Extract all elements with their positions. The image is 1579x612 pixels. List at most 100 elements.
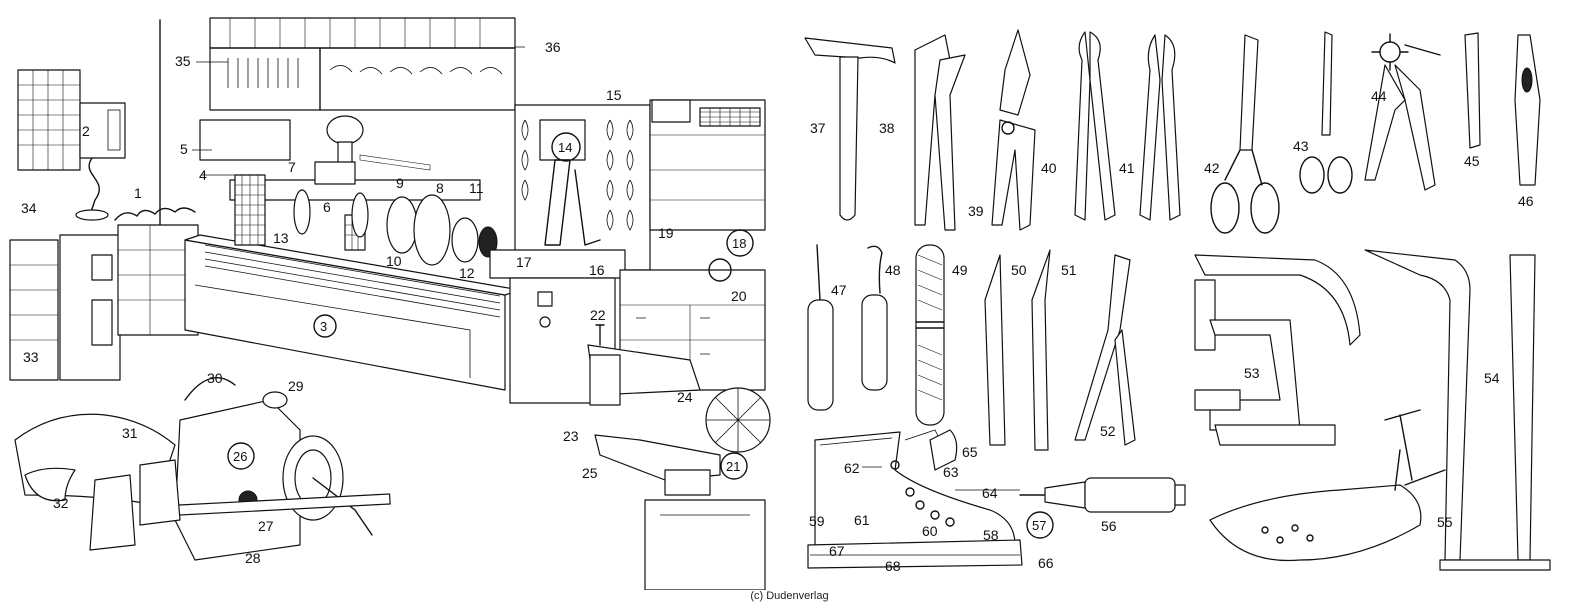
label-32: 32 [53, 495, 69, 511]
label-57: 57 [1032, 518, 1046, 533]
leather-shears [1210, 34, 1280, 234]
label-23: 23 [563, 428, 579, 444]
label-19: 19 [658, 225, 674, 241]
finishing-machine [184, 115, 521, 391]
pincers [914, 34, 966, 231]
label-10: 10 [386, 253, 402, 269]
label-3-circle [313, 314, 337, 338]
pigeonhole-shelf [9, 69, 121, 381]
label-15: 15 [606, 87, 622, 103]
label-50: 50 [1011, 262, 1027, 278]
awl [807, 244, 834, 411]
workshop-scene: 1 2 3 4 5 6 7 8 9 10 11 12 13 14 15 16 1… [9, 17, 771, 591]
revolving-punch [1364, 33, 1441, 191]
label-55: 55 [1437, 514, 1453, 530]
label-8: 8 [436, 180, 444, 196]
label-17: 17 [516, 254, 532, 270]
label-52: 52 [1100, 423, 1116, 439]
work-boot [807, 429, 1023, 569]
label-21-circle [720, 452, 748, 480]
label-43: 43 [1293, 138, 1309, 154]
label-67: 67 [829, 543, 845, 559]
last-stand [1364, 249, 1551, 571]
lasting-pliers [1139, 34, 1181, 221]
scissors [1299, 31, 1353, 194]
label-39: 39 [968, 203, 984, 219]
welt-pliers [1074, 254, 1136, 446]
label-68: 68 [885, 558, 901, 574]
label-58: 58 [983, 527, 999, 543]
label-6: 6 [323, 199, 331, 215]
label-27: 27 [258, 518, 274, 534]
label-28: 28 [245, 550, 261, 566]
label-51: 51 [1061, 262, 1077, 278]
label-60: 60 [922, 523, 938, 539]
right-shelving [619, 99, 766, 391]
shoemaker-knives [984, 249, 1051, 451]
workshop-labels: 1 2 3 4 5 6 7 8 9 10 11 12 13 14 15 16 1… [21, 39, 754, 566]
label-42: 42 [1204, 160, 1220, 176]
sewing-machine [587, 324, 771, 453]
hammer [804, 37, 896, 221]
label-57-circle [1026, 511, 1054, 539]
label-12: 12 [459, 265, 475, 281]
label-36: 36 [545, 39, 561, 55]
copyright-credit: (c) Dudenverlag [750, 590, 829, 602]
label-26: 26 [233, 449, 247, 464]
shoemaker-workshop-diagram: 1 2 3 4 5 6 7 8 9 10 11 12 13 14 15 16 1… [9, 17, 1551, 591]
label-37: 37 [810, 120, 826, 136]
end-nippers [1074, 31, 1116, 221]
label-24: 24 [677, 389, 693, 405]
label-7: 7 [288, 159, 296, 175]
label-65: 65 [962, 444, 978, 460]
label-33: 33 [23, 349, 39, 365]
label-45: 45 [1464, 153, 1480, 169]
label-63: 63 [943, 464, 959, 480]
heel-press [489, 104, 651, 404]
wall-shelf [209, 17, 516, 111]
label-21: 21 [726, 459, 740, 474]
label-14: 14 [558, 140, 572, 155]
label-54: 54 [1484, 370, 1500, 386]
label-40: 40 [1041, 160, 1057, 176]
label-1: 1 [134, 185, 142, 201]
label-11: 11 [469, 180, 484, 196]
label-48: 48 [885, 262, 901, 278]
hollow-punches [1464, 32, 1541, 186]
wall-lamp [75, 102, 126, 221]
tools-panel: 37 38 39 40 41 42 43 44 45 46 47 48 49 5… [804, 29, 1551, 574]
label-46: 46 [1518, 193, 1534, 209]
shoe-stretcher [1209, 409, 1446, 562]
label-3: 3 [320, 319, 327, 334]
label-59: 59 [809, 513, 825, 529]
shoe-anvil [594, 434, 766, 591]
label-9: 9 [396, 175, 404, 191]
label-25: 25 [582, 465, 598, 481]
stitching-machine [14, 377, 391, 561]
label-64: 64 [982, 485, 998, 501]
label-26-circle [227, 442, 255, 470]
label-53: 53 [1244, 365, 1260, 381]
label-13: 13 [273, 230, 289, 246]
label-18-circle [726, 229, 754, 257]
label-18: 18 [732, 236, 746, 251]
label-20: 20 [731, 288, 747, 304]
eyelet-press [1194, 254, 1361, 446]
label-34: 34 [21, 200, 37, 216]
crimping-tool [861, 245, 888, 391]
label-22: 22 [590, 307, 606, 323]
label-56: 56 [1101, 518, 1117, 534]
cutting-nippers [991, 29, 1036, 231]
label-31: 31 [122, 425, 138, 441]
label-66: 66 [1038, 555, 1054, 571]
label-14-circle [551, 132, 581, 162]
label-62: 62 [844, 460, 860, 476]
label-30: 30 [207, 370, 223, 386]
leader-lines-right [862, 466, 1020, 491]
label-20-circle [708, 258, 732, 282]
label-16: 16 [589, 262, 605, 278]
leader-lines-left [192, 46, 525, 176]
glue-gun [1019, 477, 1186, 513]
label-5: 5 [180, 141, 188, 157]
